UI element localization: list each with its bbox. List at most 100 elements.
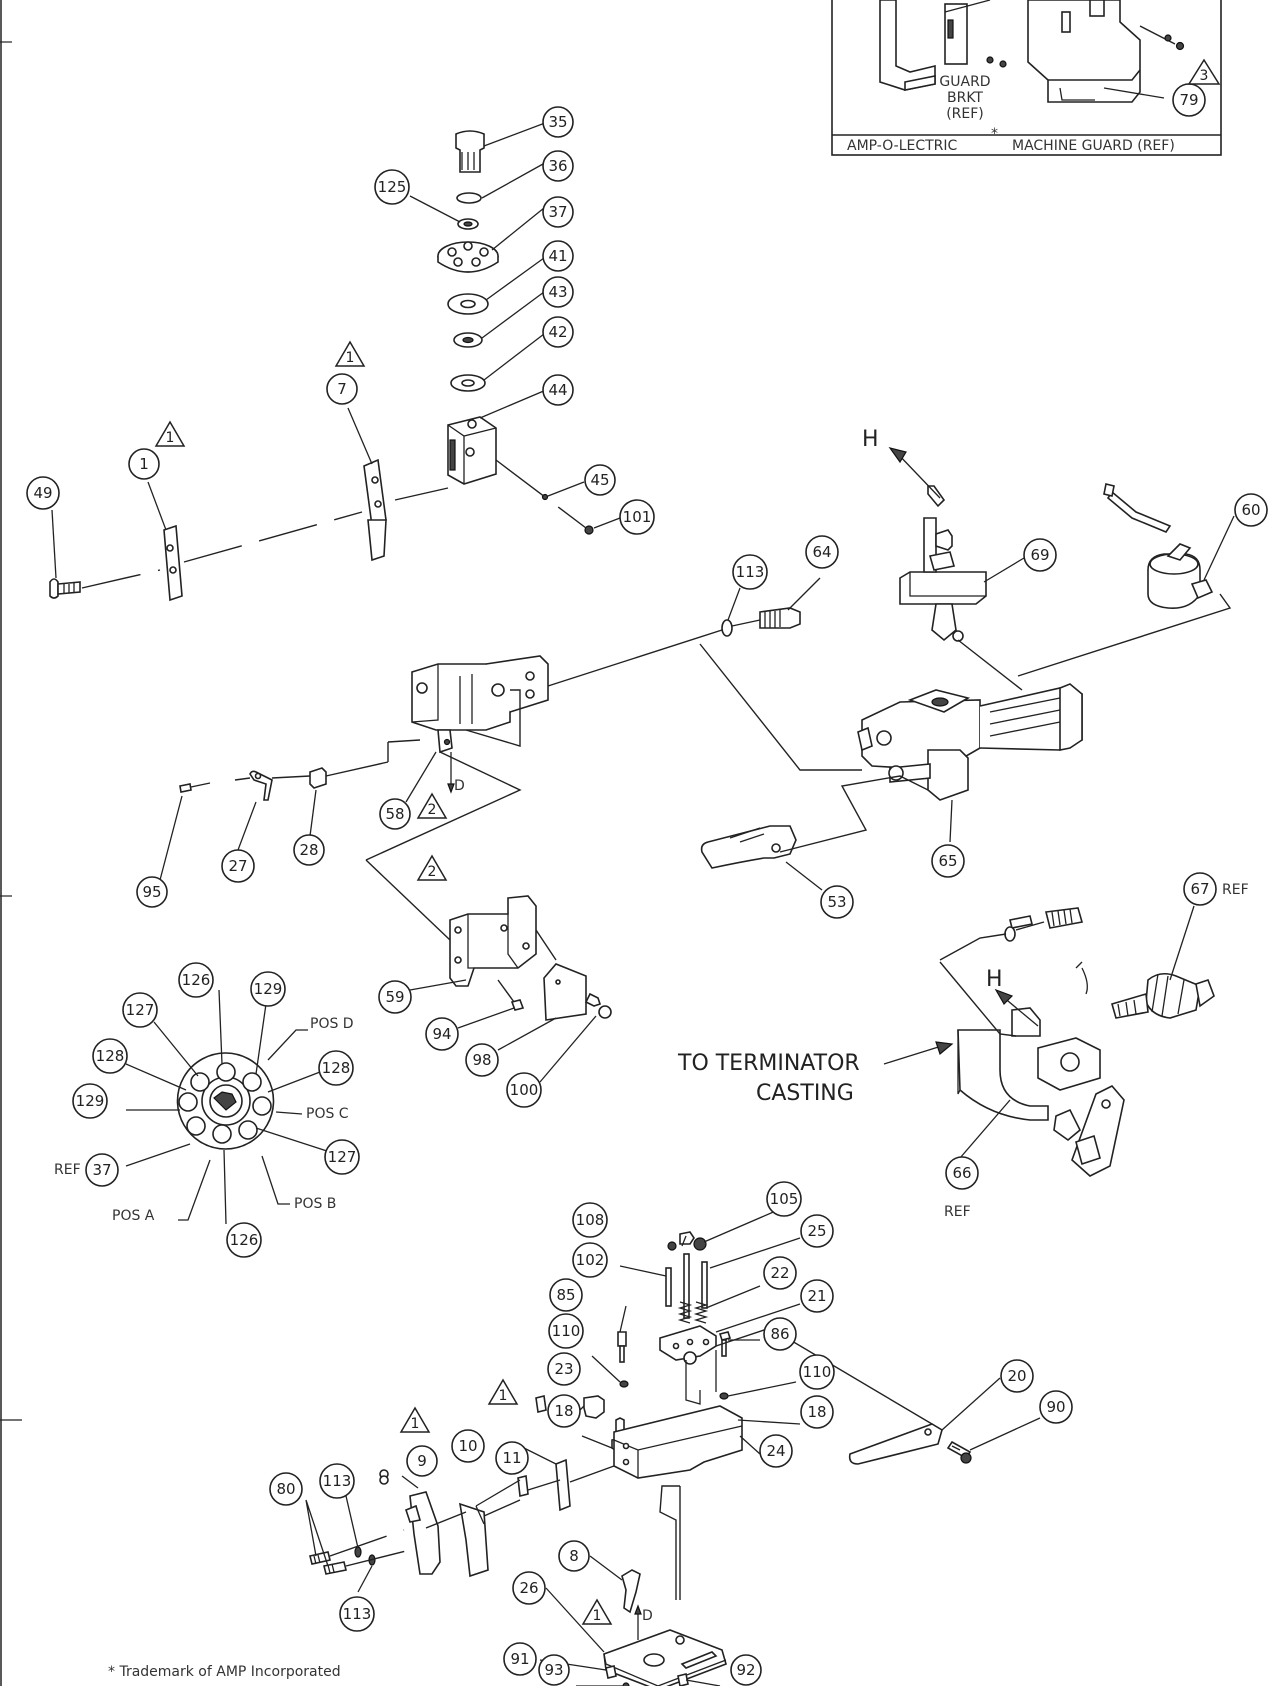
balloons: 35 36 125 37 41 43 42 44 7 1 49 45 101 1… [26, 106, 1268, 1686]
svg-text:18: 18 [554, 1402, 573, 1420]
position-wheel [125, 989, 331, 1225]
svg-text:22: 22 [770, 1264, 789, 1282]
wheel-balloon-127-left: 127 [122, 992, 158, 1028]
triangle-note-58: 2 [416, 792, 448, 819]
svg-text:58: 58 [385, 805, 404, 823]
svg-text:102: 102 [576, 1251, 605, 1269]
label-ref-67: REF [1222, 882, 1249, 898]
svg-text:105: 105 [770, 1190, 799, 1208]
svg-text:108: 108 [576, 1211, 605, 1229]
wheel-balloon-129-top: 129 [250, 971, 286, 1007]
balloon-45: 45 [584, 464, 616, 496]
label-h-upper: H [862, 427, 879, 452]
wheel-balloon-128-right: 128 [318, 1050, 354, 1086]
svg-text:18: 18 [807, 1403, 826, 1421]
balloon-101: 101 [619, 499, 655, 535]
label-ref-37: REF [54, 1162, 81, 1178]
svg-text:110: 110 [803, 1363, 832, 1381]
triangle-note-8: 1 [581, 1598, 613, 1625]
bottom-assembly [309, 1231, 972, 1686]
casting-ref-group [883, 907, 1215, 1177]
label-d-lower: D [642, 1608, 653, 1624]
svg-text:8: 8 [569, 1547, 579, 1565]
svg-text:28: 28 [299, 841, 318, 859]
balloon-18-left: 18 [547, 1394, 581, 1428]
balloon-35: 35 [542, 106, 574, 138]
balloon-36: 36 [542, 150, 574, 182]
balloon-66: 66 [945, 1156, 979, 1190]
balloon-85: 85 [549, 1278, 583, 1312]
svg-text:1: 1 [593, 1608, 602, 1624]
label-h-lower: H [986, 967, 1003, 992]
balloon-26: 26 [512, 1571, 546, 1605]
balloon-27: 27 [221, 849, 255, 883]
air-cylinder-group [547, 593, 1232, 869]
svg-text:49: 49 [33, 484, 52, 502]
svg-text:69: 69 [1030, 546, 1049, 564]
balloon-113-upper: 113 [732, 554, 768, 590]
balloon-79: 79 [1172, 83, 1206, 117]
svg-text:36: 36 [548, 157, 567, 175]
balloon-21: 21 [800, 1279, 834, 1313]
triangle-note-9: 1 [399, 1406, 431, 1433]
svg-text:113: 113 [736, 563, 765, 581]
guard-label-line3: (REF) [946, 106, 984, 122]
balloon-90: 90 [1039, 1390, 1073, 1424]
svg-text:127: 127 [126, 1001, 155, 1019]
valve-60 [1103, 483, 1214, 610]
balloon-59: 59 [378, 980, 412, 1014]
inset-caption-tail: MACHINE GUARD (REF) [1012, 138, 1175, 154]
balloon-42: 42 [542, 316, 574, 348]
balloon-leaders [51, 122, 1235, 1686]
svg-text:35: 35 [548, 113, 567, 131]
balloon-94: 94 [425, 1017, 459, 1051]
svg-text:1: 1 [139, 455, 149, 473]
balloon-7: 7 [326, 373, 358, 405]
svg-text:41: 41 [548, 247, 567, 265]
central-housing [179, 655, 549, 861]
balloon-110-right: 110 [799, 1354, 835, 1390]
svg-text:98: 98 [472, 1051, 491, 1069]
svg-text:85: 85 [556, 1286, 575, 1304]
svg-text:3: 3 [1200, 68, 1209, 84]
balloon-41: 41 [542, 240, 574, 272]
balloon-113-mid: 113 [319, 1463, 355, 1499]
balloon-80: 80 [269, 1472, 303, 1506]
balloon-43: 43 [542, 276, 574, 308]
svg-text:66: 66 [952, 1164, 971, 1182]
svg-text:24: 24 [766, 1442, 785, 1460]
label-pos-d: POS D [310, 1016, 354, 1032]
balloon-95: 95 [136, 876, 168, 908]
svg-text:60: 60 [1241, 501, 1260, 519]
trademark-note: * Trademark of AMP Incorporated [108, 1664, 341, 1680]
svg-text:128: 128 [96, 1047, 125, 1065]
svg-text:2: 2 [428, 802, 437, 818]
svg-text:92: 92 [736, 1661, 755, 1679]
wheel-balloon-126-top: 126 [178, 962, 214, 998]
svg-text:113: 113 [323, 1472, 352, 1490]
svg-text:128: 128 [322, 1059, 351, 1077]
svg-text:90: 90 [1046, 1398, 1065, 1416]
svg-text:23: 23 [554, 1360, 573, 1378]
guard-label-line2: BRKT [947, 90, 983, 106]
label-pos-a: POS A [112, 1208, 155, 1224]
left-parts [49, 458, 387, 602]
machine-guard-inset: GUARD BRKT (REF) AMP-O-LECTRIC * MACHINE… [831, 0, 1222, 156]
svg-text:43: 43 [548, 283, 567, 301]
balloon-53: 53 [820, 885, 854, 919]
balloon-65: 65 [931, 844, 965, 878]
balloon-25: 25 [800, 1214, 834, 1248]
svg-text:129: 129 [76, 1092, 105, 1110]
svg-text:10: 10 [458, 1437, 477, 1455]
balloon-28: 28 [293, 834, 325, 866]
balloon-23: 23 [547, 1352, 581, 1386]
balloon-60: 60 [1234, 493, 1268, 527]
triangle-note-59: 2 [416, 854, 448, 881]
block-59-group [365, 859, 612, 1021]
svg-text:1: 1 [346, 350, 355, 366]
svg-text:113: 113 [343, 1605, 372, 1623]
svg-text:44: 44 [548, 381, 567, 399]
balloon-100: 100 [506, 1072, 542, 1108]
svg-text:79: 79 [1179, 91, 1198, 109]
svg-text:126: 126 [230, 1231, 259, 1249]
